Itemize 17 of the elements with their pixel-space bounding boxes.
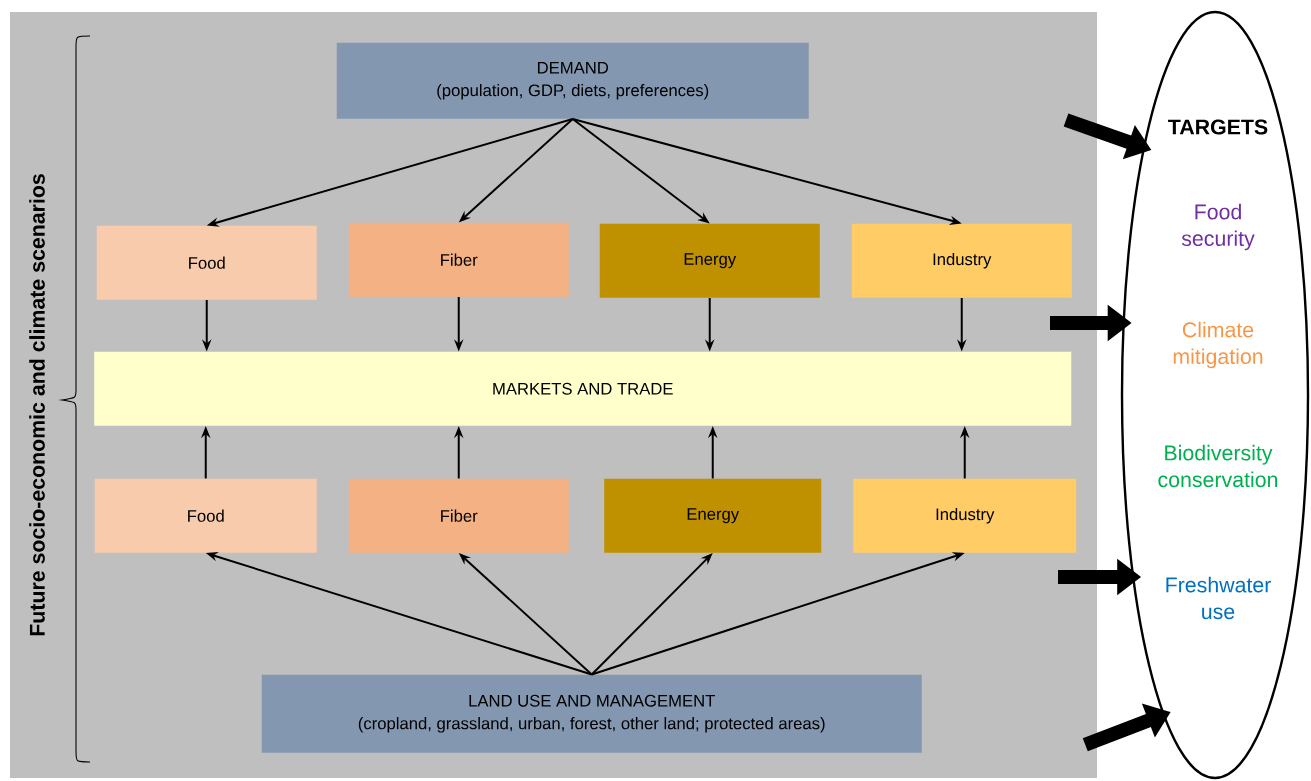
ellipse-heading: TARGETS [1168, 119, 1268, 135]
sector-box: Energy [604, 478, 822, 553]
scenario-title: Future socio-economic and climate scenarios [29, 174, 45, 636]
sector-box: Fiber [348, 478, 569, 553]
sector-box: Industry [853, 478, 1077, 553]
demand-box: DEMAND (population, GDP, diets, preferences) [336, 42, 809, 119]
land-use-box: LAND USE AND MANAGEMENT (cropland, grassland, urban, forest, other land; protected areas) [261, 674, 922, 753]
sector-box: Energy [599, 223, 820, 298]
sector-box: Fiber [348, 222, 569, 297]
target-label: Food security [1181, 203, 1255, 251]
sector-box: Food [96, 225, 317, 300]
target-label: Climate mitigation [1173, 321, 1263, 369]
target-label: Biodiversity conservation [1158, 444, 1278, 488]
sector-box: Industry [851, 223, 1072, 298]
sector-box: Food [94, 478, 317, 553]
target-label: Freshwater use [1166, 576, 1271, 620]
markets-box: MARKETS AND TRADE [94, 351, 1072, 426]
